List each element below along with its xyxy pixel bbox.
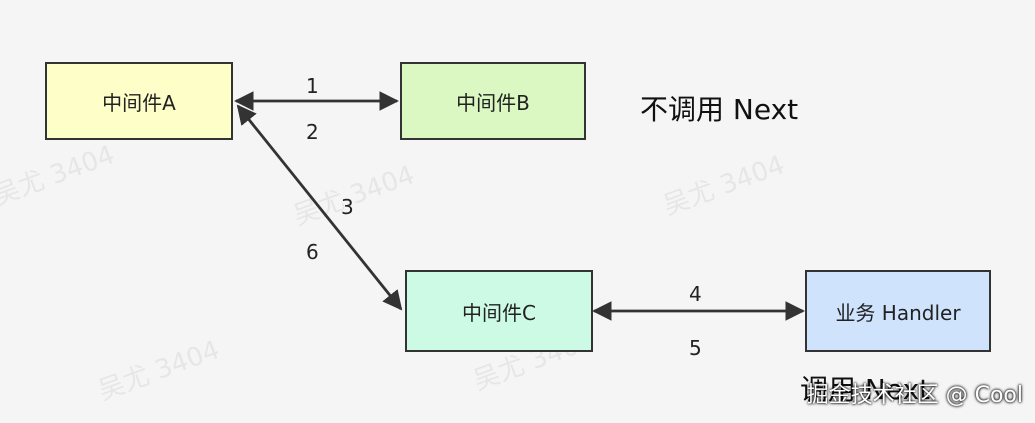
caption-call-next: 调用 Next [800, 373, 931, 406]
edge-label-5: 5 [689, 336, 702, 360]
business-handler-label: 业务 Handler [835, 300, 961, 325]
middleware-c-box: 中间件C [405, 270, 593, 352]
edge-label-6: 6 [306, 240, 319, 264]
footer-watermark: 掘金技术社区 @ Cool [806, 383, 1023, 408]
middleware-b-label: 中间件B [456, 90, 530, 115]
caption-no-next: 不调用 Next [640, 93, 799, 126]
middleware-a-label: 中间件A [102, 90, 176, 115]
middleware-a-box: 中间件A [45, 62, 233, 140]
edge-label-1: 1 [306, 74, 319, 98]
edge-label-4: 4 [689, 282, 702, 306]
business-handler-box: 业务 Handler [805, 270, 991, 352]
arrow-a-c [236, 104, 403, 311]
middleware-b-box: 中间件B [400, 62, 586, 140]
middleware-c-label: 中间件C [462, 300, 536, 325]
edge-label-3: 3 [341, 195, 354, 219]
edge-label-2: 2 [306, 120, 319, 144]
